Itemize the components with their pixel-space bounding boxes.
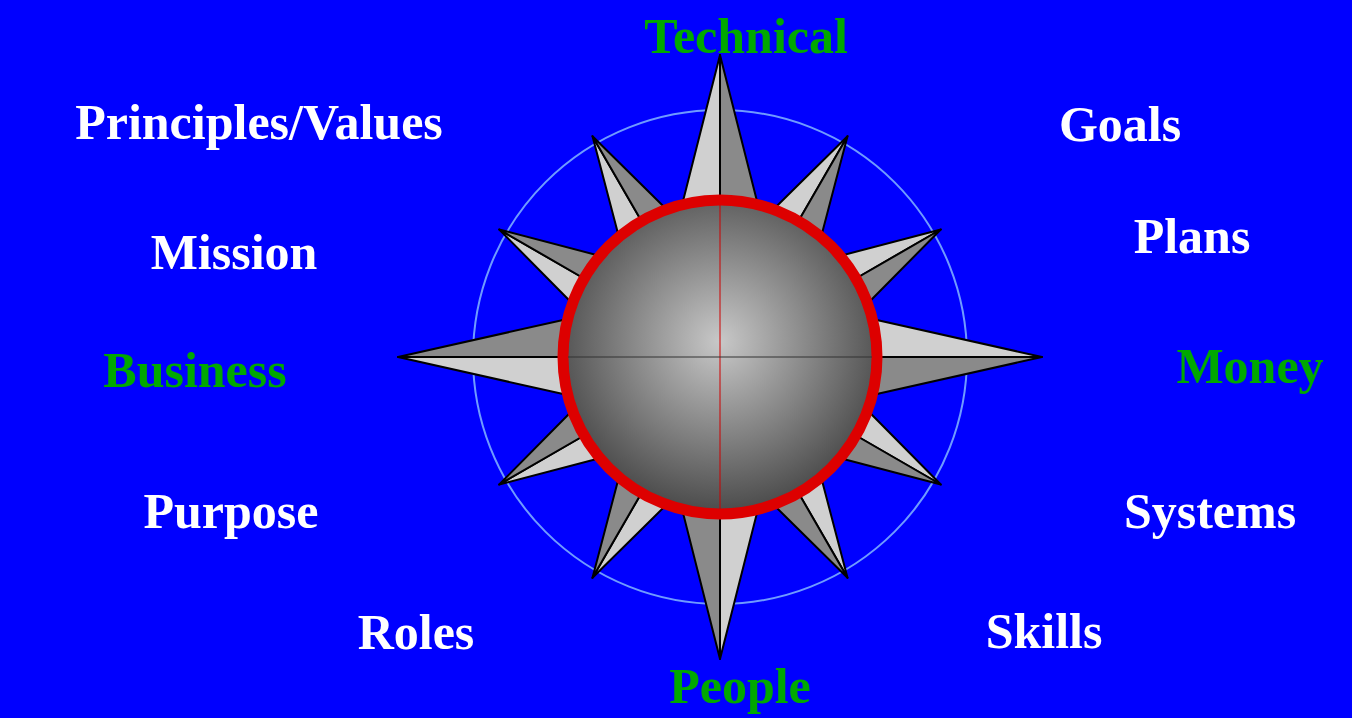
- compass-term: Goals: [1059, 99, 1181, 149]
- compass-spike: [720, 497, 759, 659]
- compass-spike: [860, 357, 1042, 396]
- compass-term: Systems: [1124, 486, 1296, 536]
- compass-spike: [398, 318, 580, 357]
- compass-spike: [860, 318, 1042, 357]
- compass-direction: People: [669, 661, 811, 711]
- compass-term: Roles: [358, 607, 475, 657]
- compass-term: Plans: [1134, 211, 1251, 261]
- compass-spike: [681, 55, 720, 217]
- compass-spike: [720, 55, 759, 217]
- compass-spike: [398, 357, 580, 396]
- compass-direction: Money: [1176, 341, 1323, 391]
- compass-term: Purpose: [144, 486, 319, 536]
- cross-line: [568, 357, 872, 358]
- compass-direction: Business: [103, 345, 286, 395]
- compass-term: Mission: [151, 227, 318, 277]
- compass-spike: [681, 497, 720, 659]
- compass-term: Principles/Values: [75, 97, 443, 147]
- compass-globe: [563, 200, 877, 514]
- compass-term: Skills: [986, 606, 1103, 656]
- compass-direction: Technical: [644, 11, 848, 61]
- compass-points: [398, 55, 1042, 659]
